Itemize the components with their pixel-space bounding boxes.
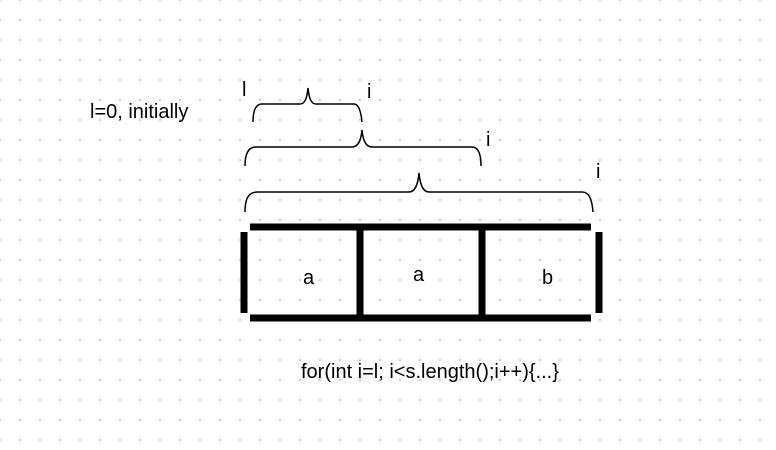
bracket-1-start-label: l: [242, 79, 247, 101]
bracket-1-end-label: i: [367, 81, 372, 103]
array-cell-2: b: [542, 267, 554, 289]
bracket-3-brace: [244, 172, 594, 213]
array-cell-1: a: [413, 264, 425, 286]
array-cell-0: a: [303, 267, 315, 289]
bracket-1-brace: [252, 87, 363, 123]
bracket-2-brace: [244, 129, 482, 167]
bracket-3-end-label: i: [596, 161, 601, 183]
initial-note: l=0, initially: [90, 101, 189, 123]
code-snippet: for(int i=l; i<s.length();i++){...}: [301, 361, 559, 383]
bracket-2-end-label: i: [486, 129, 491, 151]
